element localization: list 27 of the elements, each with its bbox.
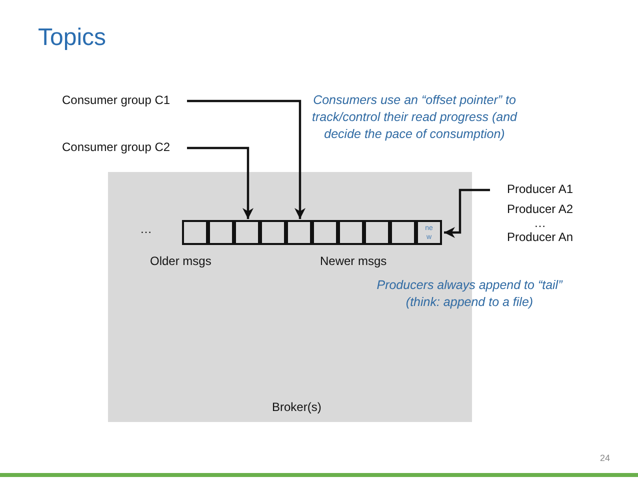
note-text: Consumers use an “offset pointer” to track/control their read progress (and decide the pace of consumption) xyxy=(311,92,518,143)
log-cell xyxy=(416,220,442,245)
consumer-label: Consumer group C1 xyxy=(62,93,182,109)
arrow xyxy=(187,146,254,219)
arrow xyxy=(444,188,490,238)
log-cell xyxy=(312,220,338,245)
slide-title: Topics xyxy=(38,24,106,52)
consumer-label: Consumer group C2 xyxy=(62,140,182,156)
log-cell xyxy=(390,220,416,245)
axis-label: Newer msgs xyxy=(320,254,387,268)
arrow xyxy=(187,100,306,219)
producer-label: Producer A2 xyxy=(506,202,574,216)
log-cell xyxy=(364,220,390,245)
broker-label: Broker(s) xyxy=(272,400,322,414)
log-cell xyxy=(182,220,208,245)
page-number: 24 xyxy=(600,453,610,463)
log-cell xyxy=(260,220,286,245)
log-cell xyxy=(338,220,364,245)
log-cell xyxy=(286,220,312,245)
note-text: Producers always append to “tail” (think: append to a file) xyxy=(376,277,564,311)
log-cell xyxy=(208,220,234,245)
ellipsis-label: … xyxy=(533,216,547,230)
producer-label: Producer A1 xyxy=(506,182,574,196)
axis-label: Older msgs xyxy=(150,254,212,268)
ellipsis-label: … xyxy=(140,222,152,236)
producer-label: Producer An xyxy=(506,230,574,244)
log-cell xyxy=(234,220,260,245)
